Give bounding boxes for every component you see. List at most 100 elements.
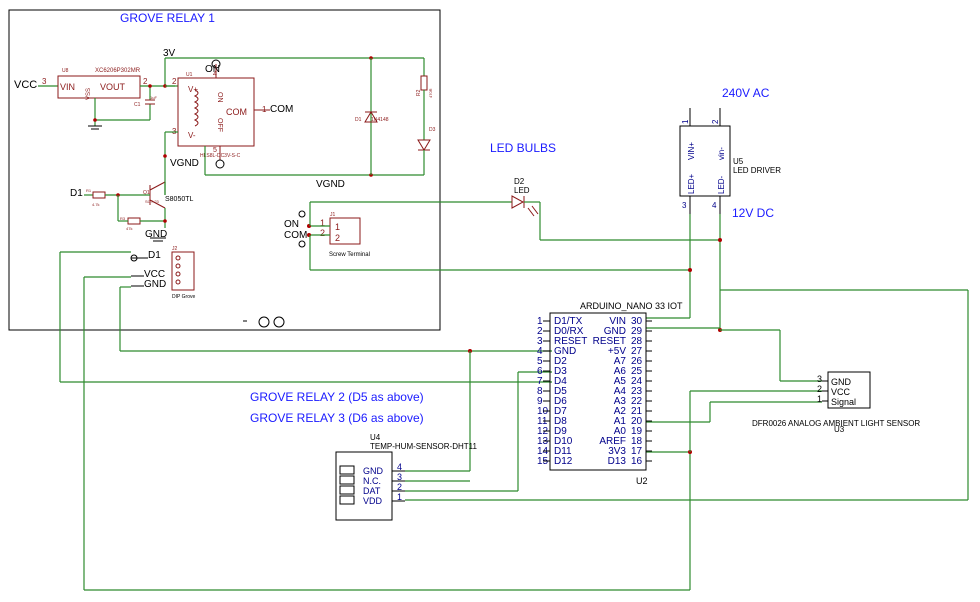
arduino-left-pin-label: D1/TX xyxy=(554,316,583,327)
r2-d3-indicator: R2 470R D3 xyxy=(416,58,436,175)
svg-text:3: 3 xyxy=(42,77,47,86)
svg-text:1: 1 xyxy=(681,119,690,124)
vcc-label: VCC xyxy=(14,79,37,91)
arduino-right-pin-label: A4 xyxy=(614,386,627,397)
svg-text:2: 2 xyxy=(320,228,325,238)
arduino-left-pin-number: 14 xyxy=(537,446,549,457)
arduino-right-pin-number: 20 xyxy=(631,416,643,427)
arduino-left-pin-label: D0/RX xyxy=(554,326,584,337)
arduino-left-pin-label: D5 xyxy=(554,386,567,397)
svg-text:2: 2 xyxy=(335,233,340,243)
svg-text:1N4148: 1N4148 xyxy=(371,117,389,123)
svg-text:3: 3 xyxy=(682,201,687,210)
arduino-right-pin-number: 29 xyxy=(631,326,643,337)
svg-text:4: 4 xyxy=(712,201,717,210)
svg-text:U4: U4 xyxy=(370,433,381,442)
arduino-left-pin-number: 1 xyxy=(537,316,543,327)
arduino-right-pin-label: A0 xyxy=(614,426,627,437)
arduino-right-pin-number: 28 xyxy=(631,336,643,347)
arduino-left-pin-label: D11 xyxy=(554,446,572,457)
svg-text:U5: U5 xyxy=(733,157,744,166)
arduino-left-pin-number: 7 xyxy=(537,376,543,387)
arduino-right-pin-number: 19 xyxy=(631,426,643,437)
vgnd-label-2: VGND xyxy=(316,179,345,190)
gnd-label: GND xyxy=(145,229,167,240)
relay1-title: GROVE RELAY 1 xyxy=(120,11,215,25)
u3-light-sensor: GND VCC Signal 3 2 1 DFR0026 ANALOG AMBI… xyxy=(752,371,920,434)
relay3-heading: GROVE RELAY 3 (D6 as above) xyxy=(250,411,424,425)
svg-text:DFR0026 ANALOG AMBIENT LIGHT S: DFR0026 ANALOG AMBIENT LIGHT SENSOR xyxy=(752,419,920,428)
arduino-right-pin-number: 22 xyxy=(631,396,643,407)
d1-grove-label: D1 xyxy=(148,250,161,261)
relay1-frame xyxy=(8,9,441,331)
svg-text:1: 1 xyxy=(335,222,340,232)
svg-text:LED+: LED+ xyxy=(687,173,696,194)
arduino-left-pin-number: 3 xyxy=(537,336,543,347)
arduino-right-pin-label: AREF xyxy=(599,436,626,447)
arduino-right-pin-number: 18 xyxy=(631,436,643,447)
arduino-right-pin-label: +5V xyxy=(608,346,626,357)
svg-text:ON: ON xyxy=(216,92,223,103)
arduino-left-pin-label: D3 xyxy=(554,366,567,377)
arduino-right-pin-number: 23 xyxy=(631,386,643,397)
svg-text:2: 2 xyxy=(172,77,177,86)
svg-text:VIN: VIN xyxy=(60,82,75,92)
svg-text:COM: COM xyxy=(226,107,247,117)
svg-text:3: 3 xyxy=(817,374,822,384)
svg-text:V-: V- xyxy=(188,131,196,140)
d1-input-label: D1 xyxy=(70,188,83,199)
svg-text:Signal: Signal xyxy=(831,397,856,407)
arduino-left-pin-label: D8 xyxy=(554,416,567,427)
svg-text:4: 4 xyxy=(397,462,402,472)
svg-text:U3: U3 xyxy=(834,425,845,434)
svg-text:U1: U1 xyxy=(186,72,193,78)
arduino-left-pin-label: D9 xyxy=(554,426,567,437)
arduino-left-pin-number: 8 xyxy=(537,386,543,397)
svg-text:1uF: 1uF xyxy=(150,95,157,100)
svg-text:VDD: VDD xyxy=(363,496,383,506)
arduino-left-pin-number: 10 xyxy=(537,406,549,417)
svg-text:D1: D1 xyxy=(355,117,362,123)
arduino-right-pin-number: 26 xyxy=(631,356,643,367)
svg-text:R3: R3 xyxy=(120,216,126,221)
c1-capacitor: C1 1uF xyxy=(134,86,157,108)
svg-text:1: 1 xyxy=(320,218,325,228)
arduino-left-pin-number: 2 xyxy=(537,326,543,337)
j1-screw-terminal: J1 1 2 1 2 Screw Terminal xyxy=(320,212,370,258)
arduino-right-pin-label: A1 xyxy=(614,416,627,427)
svg-text:D2: D2 xyxy=(514,177,525,186)
arduino-right-pin-label: VIN xyxy=(609,316,626,327)
svg-text:OFF: OFF xyxy=(216,118,223,132)
arduino-right-pin-label: GND xyxy=(604,326,626,337)
gnd-grove-label: GND xyxy=(144,279,166,290)
arduino-right-pin-number: 17 xyxy=(631,446,643,457)
arduino-right-pin-label: D13 xyxy=(608,456,627,467)
arduino-left-pin-number: 11 xyxy=(537,416,548,427)
svg-text:GND: GND xyxy=(363,466,384,476)
arduino-right-pin-number: 30 xyxy=(631,316,643,327)
com-label: COM xyxy=(270,104,293,115)
svg-text:R1: R1 xyxy=(86,188,92,193)
r3-resistor: R3 47k xyxy=(120,216,141,231)
arduino-left-pin-label: D7 xyxy=(554,406,567,417)
svg-text:1: 1 xyxy=(397,492,402,502)
svg-text:S8050TL: S8050TL xyxy=(165,196,194,203)
vcc-grove-label: VCC xyxy=(144,269,165,280)
svg-text:DAT: DAT xyxy=(363,486,381,496)
on-label: ON xyxy=(205,64,220,75)
u8-regulator: U8 XC6206P302MR VIN VOUT VSS 3 2 xyxy=(42,68,148,100)
svg-text:2: 2 xyxy=(817,384,822,394)
svg-text:V+: V+ xyxy=(188,85,198,94)
v3-label: 3V xyxy=(163,48,176,59)
svg-text:4: 4 xyxy=(213,71,217,78)
q1-transistor: Q1 S8050TL SOT-23 xyxy=(143,181,194,209)
svg-text:J2: J2 xyxy=(172,246,178,252)
arduino-right-pin-number: 25 xyxy=(631,366,643,377)
u4-dht11-sensor: U4 TEMP-HUM-SENSOR-DHT11 GND N.C. DAT VD… xyxy=(335,433,478,521)
arduino-left-pin-label: D4 xyxy=(554,376,567,387)
arduino-left-pin-number: 5 xyxy=(537,356,543,367)
r1-resistor: R1 4.7k xyxy=(86,188,106,207)
com-terminal-label: COM xyxy=(284,230,307,241)
